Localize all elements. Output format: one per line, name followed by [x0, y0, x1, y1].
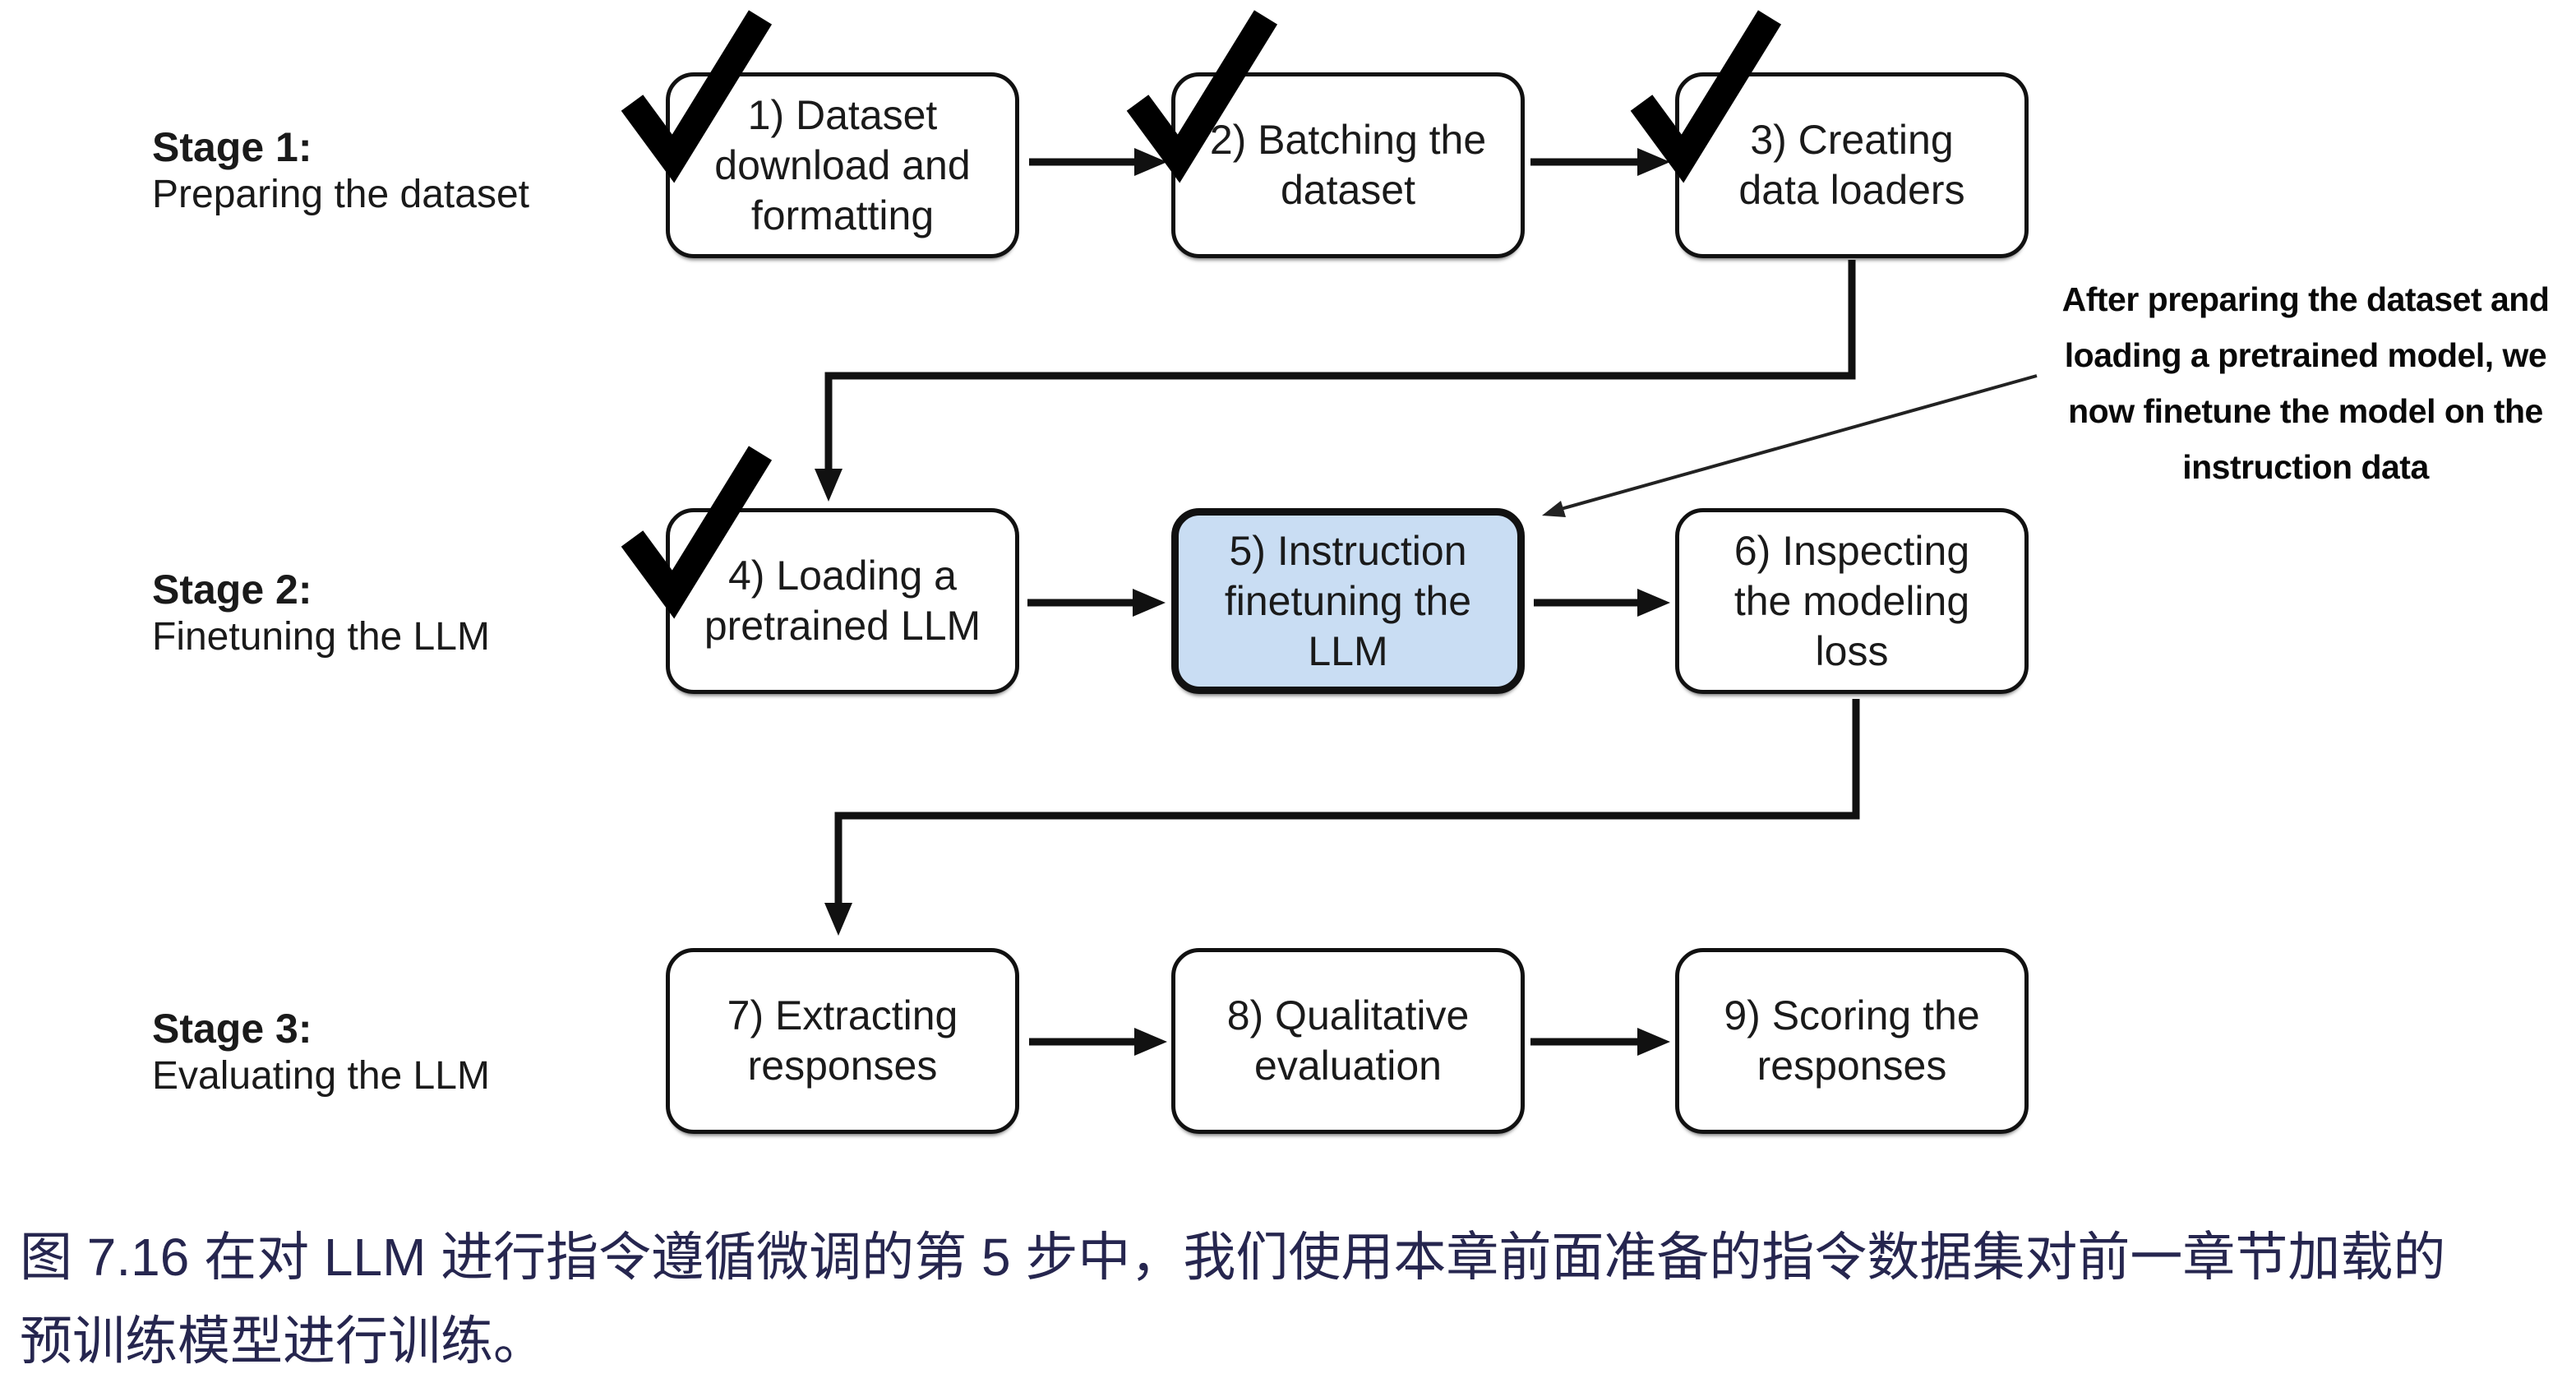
figure-caption: 图 7.16 在对 LLM 进行指令遵循微调的第 5 步中，我们使用本章前面准备…: [20, 1228, 2446, 1371]
annotation-note: After preparing the dataset and loading …: [2061, 280, 2550, 486]
flow-box-2: 2) Batching the dataset: [1126, 10, 1525, 258]
flow-box-6-label: 6) Inspecting the modeling loss: [1733, 527, 1970, 674]
stage-2-subtitle: Finetuning the LLM: [152, 615, 490, 659]
flow-box-9: 9) Scoring the responses: [1675, 948, 2029, 1134]
flow-box-7-label: 7) Extracting responses: [727, 992, 958, 1089]
flow-box-8: 8) Qualitative evaluation: [1171, 948, 1525, 1134]
flow-box-7: 7) Extracting responses: [666, 948, 1019, 1134]
flow-box-3-label: 3) Creating data loaders: [1738, 117, 1965, 213]
stage-2-label: Stage 2: Finetuning the LLM: [152, 566, 662, 661]
flow-box-4: 4) Loading a pretrained LLM: [621, 446, 1019, 694]
flow-box-1: 1) Dataset download and formatting: [621, 10, 1019, 258]
flow-box-1-label: 1) Dataset download and formatting: [714, 91, 971, 238]
stage-1-subtitle: Preparing the dataset: [152, 173, 529, 216]
flow-box-4-label: 4) Loading a pretrained LLM: [704, 553, 981, 649]
arrow-box8-to-box9: [1530, 1028, 1670, 1056]
checkmark-icon: [621, 446, 773, 619]
flow-box-2-label: 2) Batching the dataset: [1209, 117, 1487, 213]
stage-1-title: Stage 1:: [152, 124, 312, 170]
annotation-arrow: [1542, 374, 2038, 517]
arrow-box5-to-box6: [1534, 589, 1670, 617]
arrow-box7-to-box8: [1029, 1028, 1167, 1056]
checkmark-icon: [621, 10, 773, 183]
flow-box-8-label: 8) Qualitative evaluation: [1226, 992, 1470, 1089]
stage-3-title: Stage 3:: [152, 1006, 312, 1052]
flow-box-5-highlighted: 5) Instruction finetuning the LLM: [1171, 508, 1525, 694]
flow-box-3: 3) Creating data loaders: [1630, 10, 2029, 258]
connector-stage2-to-stage3: [824, 699, 1860, 936]
stage-1-label: Stage 1: Preparing the dataset: [152, 123, 662, 219]
stage-2-title: Stage 2:: [152, 567, 312, 613]
arrow-box4-to-box5: [1027, 589, 1166, 617]
checkmark-icon: [1126, 10, 1278, 183]
flow-box-6: 6) Inspecting the modeling loss: [1675, 508, 2029, 694]
flow-box-9-label: 9) Scoring the responses: [1724, 992, 1980, 1089]
stage-3-subtitle: Evaluating the LLM: [152, 1054, 490, 1098]
connector-stage1-to-stage2: [815, 260, 1856, 502]
stage-3-label: Stage 3: Evaluating the LLM: [152, 1005, 662, 1100]
flow-box-5-label: 5) Instruction finetuning the LLM: [1224, 527, 1472, 674]
checkmark-icon: [1630, 10, 1782, 183]
